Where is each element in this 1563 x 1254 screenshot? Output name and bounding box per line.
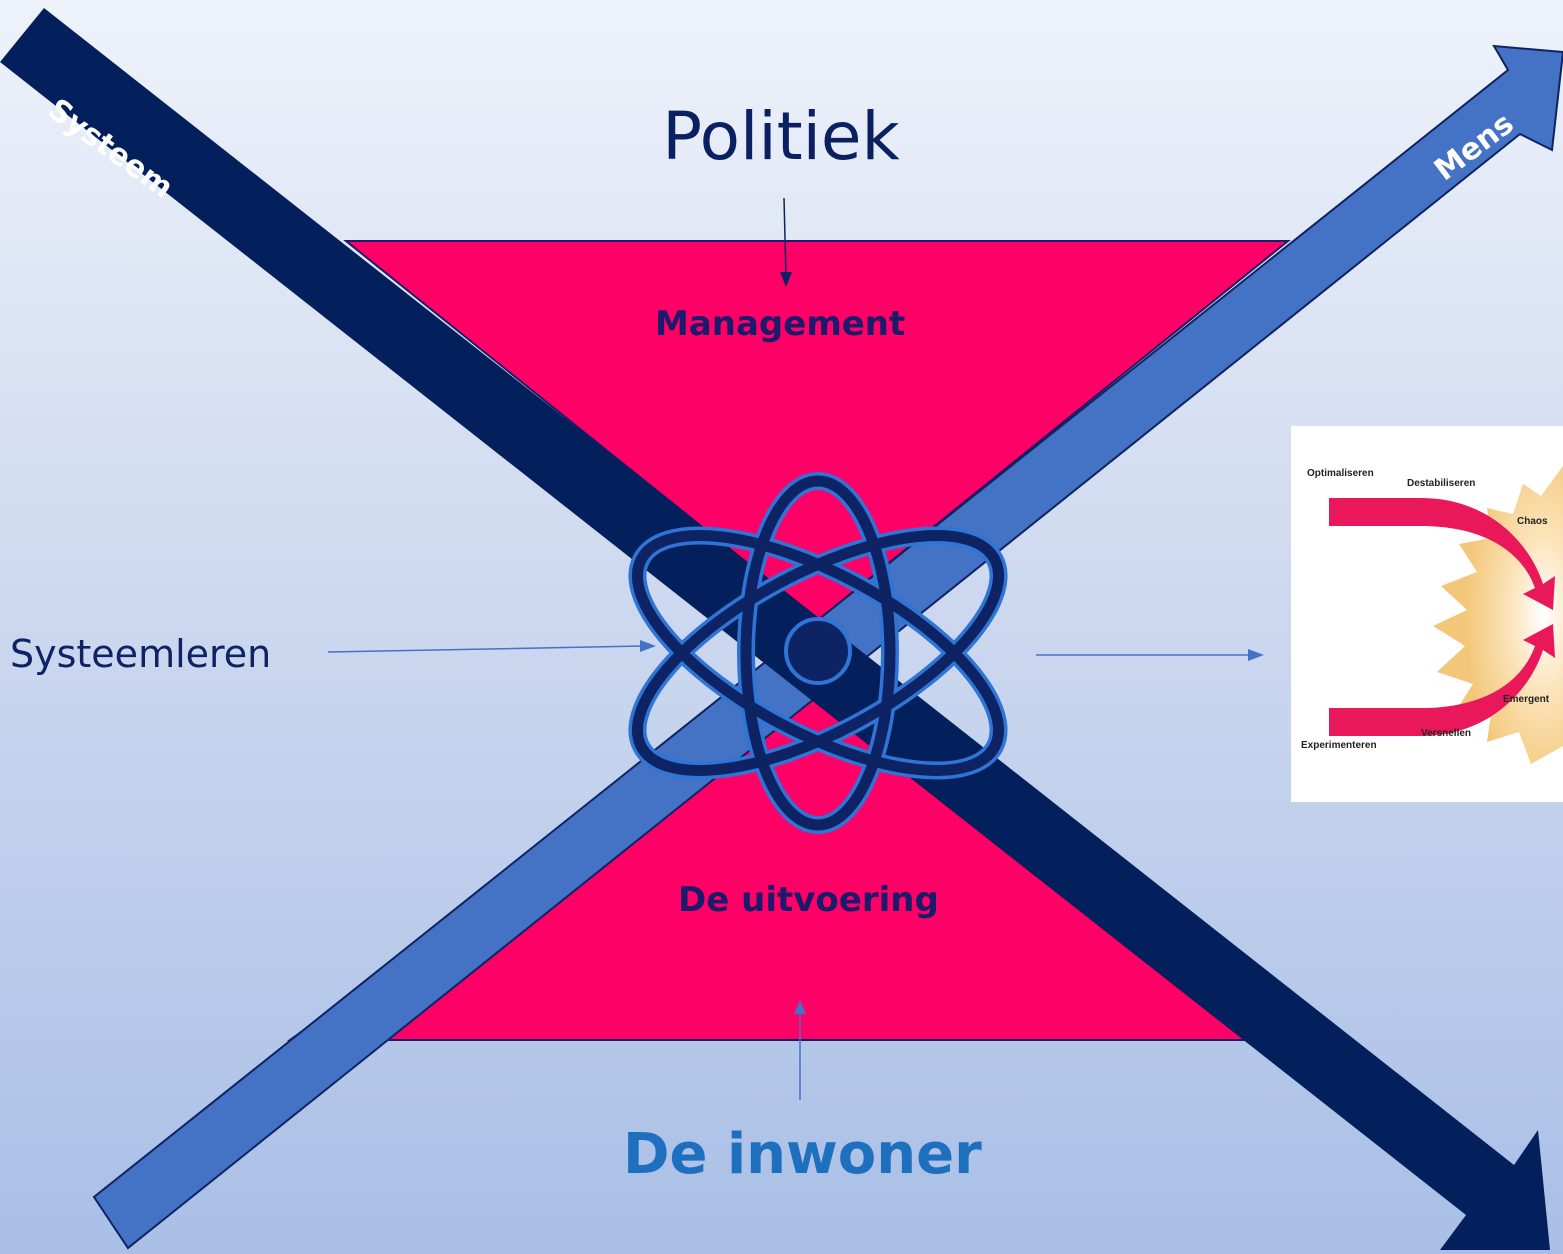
optimaliseren-label: Optimaliseren: [1307, 468, 1374, 479]
emergent-label: Emergent: [1503, 694, 1550, 705]
inwoner-connector-arrow: [794, 1000, 806, 1100]
systeemleren-label: Systeemleren: [10, 632, 272, 676]
inwoner-label: De inwoner: [623, 1122, 982, 1187]
upper-triangle-management: [343, 240, 1291, 622]
inset-diagram: [1329, 466, 1563, 764]
chaos-label: Chaos: [1517, 516, 1548, 527]
experimenteren-label: Experimenteren: [1301, 740, 1377, 751]
inset-image: Optimaliseren Destabiliseren Chaos Emerg…: [1291, 426, 1563, 802]
uitvoering-label: De uitvoering: [678, 880, 939, 920]
inset-connector-arrow: [1036, 649, 1264, 661]
destabiliseren-label: Destabiliseren: [1407, 478, 1476, 489]
politiek-connector-arrow: [780, 197, 792, 287]
management-label: Management: [655, 304, 906, 344]
systeemleren-connector-arrow: [327, 640, 656, 653]
versnellen-label: Versnellen: [1421, 728, 1472, 739]
systeem-arrow: [0, 8, 1550, 1250]
politiek-label: Politiek: [662, 98, 900, 175]
atom-icon: [628, 472, 1008, 834]
versnellen-arrow: [1329, 624, 1555, 736]
destabiliseren-arrow: [1329, 498, 1555, 610]
chaos-burst: [1433, 466, 1563, 764]
